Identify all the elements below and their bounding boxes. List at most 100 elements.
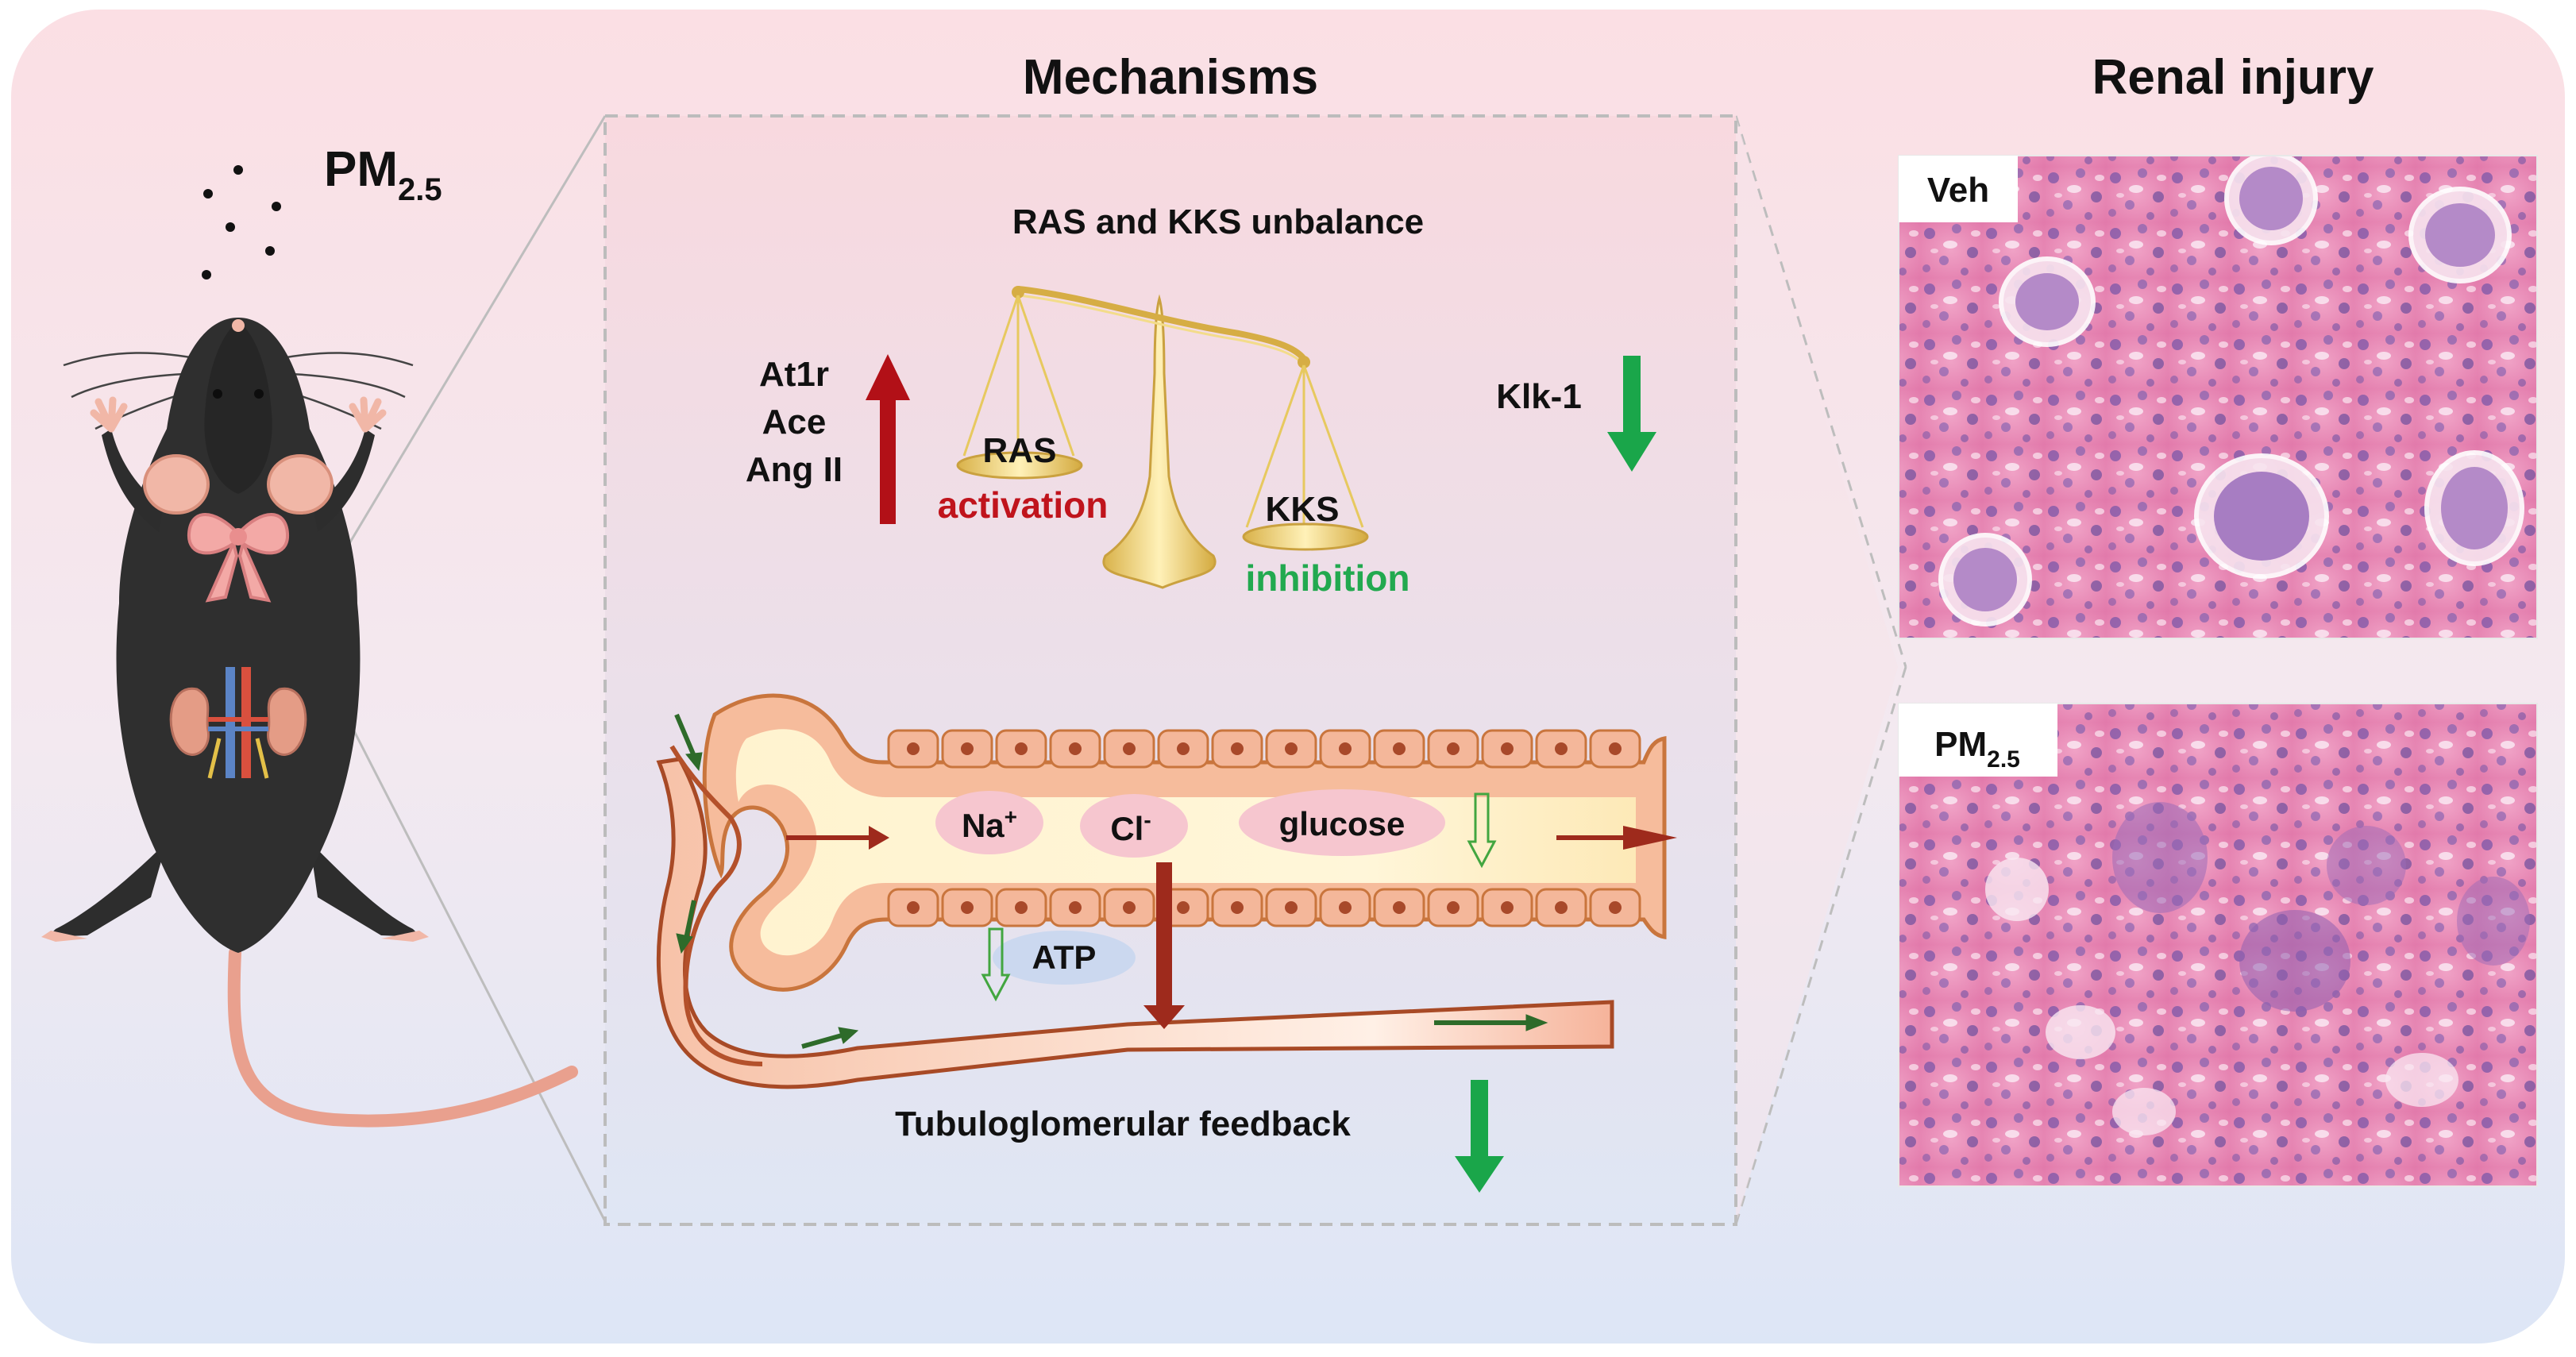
veh-label: Veh [1927, 171, 1989, 210]
mouse-left-foot [41, 931, 87, 942]
veh-glomeruli [1938, 156, 2524, 626]
marker-ace: Ace [762, 403, 827, 441]
mouse-right-hand [349, 396, 387, 433]
cell-nucleus [1015, 742, 1028, 755]
small-arrow-loop-icon [676, 900, 696, 954]
histology-veh-panel: Veh [1898, 155, 2538, 639]
cell-nucleus [1393, 901, 1406, 914]
cell-nucleus [907, 742, 920, 755]
up-arrow-icon [866, 354, 910, 524]
cell-nucleus [1339, 901, 1352, 914]
flow-arrows [786, 826, 1677, 1029]
epithelial-cells-bottom [887, 888, 1641, 927]
atp-bubble [993, 931, 1136, 985]
cell-nucleus [1177, 901, 1190, 914]
kks-inhibition-label: inhibition [1246, 557, 1410, 599]
balance-scale-icon [956, 286, 1369, 589]
chloride-label-base: Cl [1110, 810, 1143, 847]
mechanisms-heading: Mechanisms [1023, 50, 1318, 105]
sodium-bubble [935, 791, 1043, 854]
mouse-left-eye [213, 389, 222, 399]
chloride-label-sup: - [1143, 808, 1151, 832]
mouse-head [204, 321, 272, 494]
cell-nucleus [1609, 742, 1622, 755]
renal-injury-heading: Renal injury [2092, 50, 2374, 105]
balance-title: RAS and KKS unbalance [1012, 202, 1424, 241]
cell-nucleus [1123, 901, 1136, 914]
atp-hollow-arrow-icon [981, 927, 1011, 1002]
ascending-limb [656, 757, 1614, 1089]
cell-nucleus [1501, 742, 1514, 755]
marker-angii: Ang II [746, 450, 843, 489]
cell-nucleus [1447, 742, 1460, 755]
pm-particles [202, 165, 281, 279]
cell-nucleus [1555, 742, 1568, 755]
kidney-icon [169, 667, 307, 779]
pm25-glomeruli [1985, 802, 2530, 1135]
chloride-efflux-arrow-icon [1143, 862, 1185, 1029]
sodium-label-base: Na [962, 807, 1005, 844]
histology-projection-lines [1734, 115, 1907, 1225]
projection-wedge [1736, 116, 1898, 1224]
small-flow-arrows [674, 713, 1548, 1049]
cell-nucleus [1123, 742, 1136, 755]
tubule-lumen [735, 729, 1637, 956]
glucose-label: glucose [1279, 805, 1406, 842]
glucose-hollow-arrow-icon [1467, 792, 1497, 869]
cell-nucleus [1231, 742, 1244, 755]
cell-nucleus [1285, 901, 1298, 914]
down-arrow-icon [1607, 356, 1656, 472]
cell-nucleus [1555, 901, 1568, 914]
mouse-right-arm [314, 429, 375, 532]
histology-pm25-panel: PM2.5 [1898, 703, 2538, 1187]
upregulated-markers: At1r Ace Ang II [746, 355, 843, 489]
nephron-tubule-diagram [656, 693, 1667, 1089]
pm25-label-box [1899, 704, 2057, 777]
histology-veh-frame [1898, 155, 2538, 639]
kks-label: KKS [1266, 490, 1340, 529]
histology-pm25-frame [1898, 703, 2538, 1187]
cell-nucleus [1015, 901, 1028, 914]
cell-nucleus [1285, 742, 1298, 755]
pm25-label: PM2.5 [324, 142, 442, 207]
marker-klk1: Klk-1 [1496, 377, 1582, 416]
sodium-label: Na+ [962, 804, 1017, 844]
glucose-bubble [1239, 789, 1445, 856]
pm25-panel-label-main: PM [1934, 725, 1987, 764]
sodium-label-sup: + [1005, 804, 1017, 829]
cell-nucleus [961, 901, 974, 914]
mouse-right-eye [254, 389, 264, 399]
ras-activation-label: activation [938, 484, 1109, 526]
ras-label: RAS [983, 431, 1057, 470]
inflow-arrow-icon [786, 826, 889, 850]
veh-label-box [1899, 156, 2018, 222]
small-arrow-entry-icon [674, 713, 703, 772]
outflow-arrow-icon [1556, 826, 1677, 850]
cell-nucleus [1177, 742, 1190, 755]
mouse-right-hindleg [310, 842, 421, 937]
mouse-left-hindleg [48, 842, 167, 937]
marker-at1r: At1r [759, 355, 829, 394]
mouse-right-ear [267, 454, 334, 515]
mouse-left-ear [143, 454, 210, 515]
feedback-label: Tubuloglomerular feedback [895, 1104, 1351, 1143]
mouse-tail [227, 946, 578, 1128]
cell-nucleus [1069, 901, 1082, 914]
chloride-bubble [1080, 794, 1188, 858]
cell-nucleus [1501, 901, 1514, 914]
mouse-right-foot [381, 931, 429, 942]
cell-nucleus [1231, 901, 1244, 914]
cell-nucleus [961, 742, 974, 755]
cell-nucleus [1393, 742, 1406, 755]
tubule-loop-outline [669, 745, 763, 1066]
cell-nucleus [907, 901, 920, 914]
cell-nucleus [1609, 901, 1622, 914]
atp-label: ATP [1032, 939, 1097, 976]
cell-nucleus [1069, 742, 1082, 755]
pm25-label-sub: 2.5 [398, 172, 442, 207]
small-arrow-distal-icon [1434, 1014, 1548, 1031]
mouse-left-arm [102, 429, 163, 532]
chloride-label: Cl- [1110, 808, 1151, 847]
mouse-left-hand [90, 396, 128, 433]
